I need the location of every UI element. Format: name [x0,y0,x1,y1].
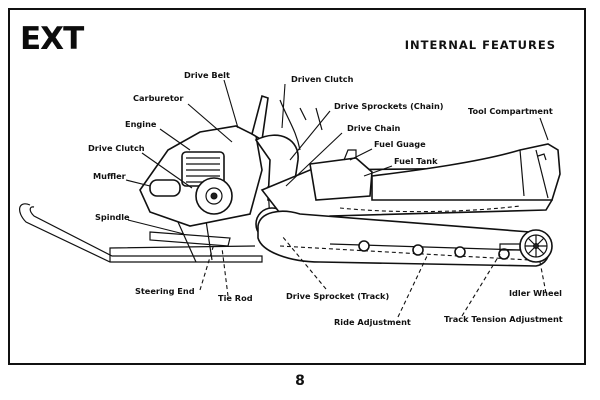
label-steering-end: Steering End [135,286,195,296]
label-driven-clutch: Driven Clutch [291,74,354,84]
label-spindle: Spindle [95,212,130,222]
label-drive-sprockets-chain: Drive Sprockets (Chain) [334,101,444,111]
label-muffler: Muffler [93,171,127,181]
label-track-tension-adjustment: Track Tension Adjustment [444,314,563,324]
label-tie-rod: Tie Rod [218,293,253,303]
label-tool-compartment: Tool Compartment [468,106,553,116]
label-ride-adjustment: Ride Adjustment [334,317,411,327]
seat [371,143,561,201]
snowmobile-illustration [19,94,561,267]
model-code: EXT [20,21,84,57]
page-number: 8 [295,373,305,389]
leader-lines [125,79,549,318]
label-drive-sprocket-track: Drive Sprocket (Track) [286,291,389,301]
label-fuel-guage: Fuel Guage [374,139,426,149]
page-border [8,8,586,365]
label-drive-clutch: Drive Clutch [88,143,145,153]
ski [19,203,263,263]
label-fuel-tank: Fuel Tank [394,156,438,166]
part-labels: Drive Belt Driven Clutch Carburetor Driv… [88,70,563,327]
section-heading: INTERNAL FEATURES [404,38,556,52]
label-engine: Engine [125,119,157,129]
label-drive-belt: Drive Belt [184,70,230,80]
idler-wheel-shape [519,229,553,263]
fuel-tank-shape [309,157,373,201]
label-drive-chain: Drive Chain [347,123,401,133]
windshield [251,94,269,142]
label-idler-wheel: Idler Wheel [509,288,562,298]
label-carburetor: Carburetor [133,93,184,103]
